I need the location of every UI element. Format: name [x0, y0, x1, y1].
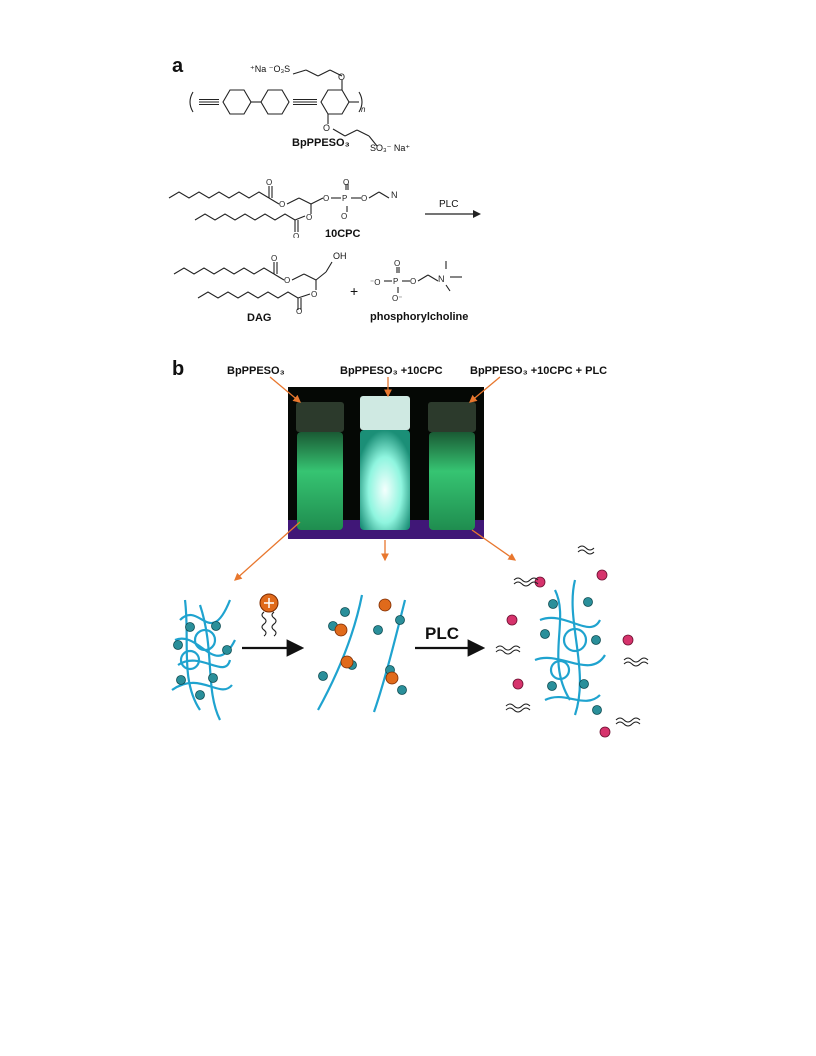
- plus-sign: +: [350, 283, 359, 299]
- vials-photo: [288, 387, 484, 539]
- bound-lipids: [334, 598, 399, 685]
- polymer-aggregate-3: [534, 579, 606, 716]
- svg-text:O: O: [323, 194, 329, 203]
- vial-label-1: BpPPESO₃: [227, 365, 285, 377]
- svg-text:⁻O: ⁻O: [370, 278, 380, 287]
- dag-name: DAG: [247, 312, 272, 324]
- svg-text:O: O: [284, 276, 290, 285]
- lipid-name: 10CPC: [325, 228, 361, 240]
- svg-text:N: N: [438, 274, 445, 284]
- svg-text:O: O: [293, 232, 299, 238]
- panel-a-label: a: [172, 55, 184, 77]
- svg-text:O: O: [323, 123, 330, 133]
- dag-structure: O O O O: [173, 254, 333, 315]
- svg-text:O: O: [311, 290, 317, 299]
- sulfonate-top-label: ⁺Na ⁻O₃S: [250, 64, 291, 74]
- sulfonate-bottom-label: SO₃⁻ Na⁺: [370, 143, 411, 153]
- oh-label: OH: [333, 251, 347, 261]
- cation-markers: [506, 569, 634, 738]
- polymer-aggregate-1: [171, 599, 236, 721]
- svg-text:P: P: [393, 277, 398, 286]
- panel-b-label: b: [172, 358, 185, 380]
- svg-text:O: O: [394, 259, 400, 268]
- reaction-enzyme-label: PLC: [439, 199, 459, 210]
- reaction-arrow: [425, 210, 481, 218]
- svg-text:O: O: [266, 178, 272, 187]
- phosphorylcholine-name: phosphorylcholine: [370, 311, 469, 323]
- vial-label-2: BpPPESO₃ +10CPC: [340, 365, 443, 377]
- svg-text:n: n: [361, 105, 366, 114]
- svg-text:O: O: [341, 212, 347, 221]
- svg-text:O: O: [271, 254, 277, 263]
- svg-text:O: O: [306, 213, 312, 222]
- lipid-10cpc-structure: O O O P O O O O O N: [168, 178, 398, 238]
- svg-text:O: O: [361, 194, 367, 203]
- svg-text:O: O: [279, 200, 285, 209]
- polymer-aggregate-2: [317, 594, 407, 713]
- svg-text:P: P: [342, 194, 347, 203]
- free-dag: [495, 545, 649, 727]
- lipid-icon: [259, 593, 279, 637]
- svg-text:N: N: [391, 190, 398, 200]
- vial-label-3: BpPPESO₃ +10CPC + PLC: [470, 365, 608, 377]
- polymer-structure: O O n: [189, 69, 378, 147]
- svg-text:O: O: [296, 307, 302, 315]
- polymer-name: BpPPESO₃: [292, 137, 350, 149]
- anion-markers: [173, 597, 602, 715]
- phosphorylcholine-structure: ⁻O P O O⁻ O N: [370, 259, 462, 303]
- svg-text:O⁻: O⁻: [392, 294, 402, 303]
- svg-text:O: O: [410, 277, 416, 286]
- svg-text:O: O: [343, 178, 349, 187]
- process-enzyme-label: PLC: [425, 624, 459, 643]
- svg-text:O: O: [338, 72, 345, 82]
